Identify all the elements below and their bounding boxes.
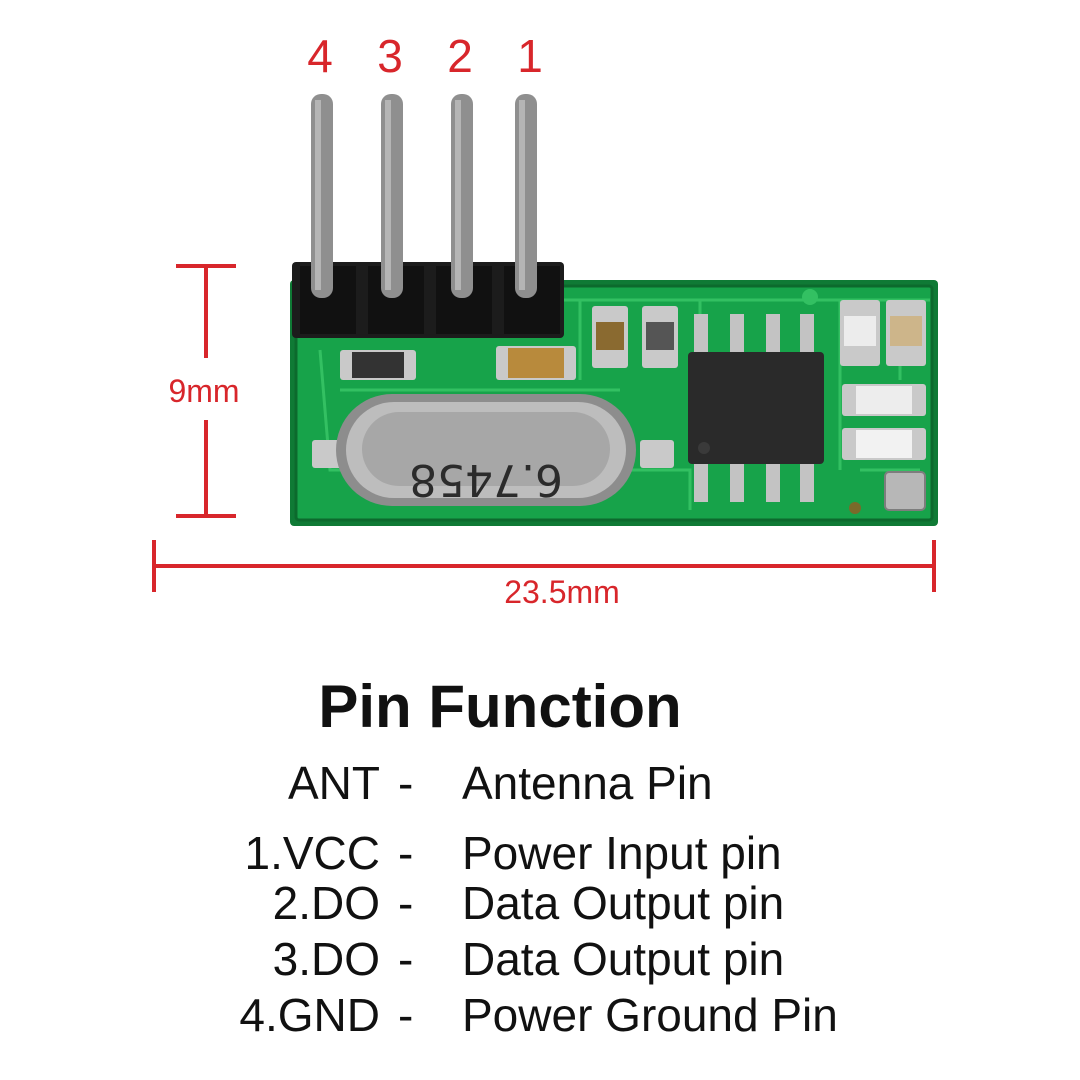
pin-header — [292, 94, 564, 338]
width-label: 23.5mm — [504, 574, 620, 610]
ic-chip — [688, 314, 824, 502]
pin-label: ANT — [288, 757, 380, 809]
pin-row-gnd: 4.GND - Power Ground Pin — [0, 988, 1080, 1044]
pin-dash: - — [398, 877, 414, 929]
pin-number-2: 2 — [447, 30, 473, 82]
height-label: 9mm — [168, 373, 239, 409]
pin-description: Power Ground Pin — [462, 989, 838, 1041]
pin-dash: - — [398, 757, 414, 809]
width-dimension — [152, 540, 936, 592]
pin-row-do-3: 3.DO - Data Output pin — [0, 932, 1080, 988]
pin-row-do-2: 2.DO - Data Output pin — [0, 876, 1080, 932]
pin-description: Power Input pin — [462, 827, 782, 879]
pin-description: Data Output pin — [462, 877, 785, 929]
pin-label: 3.DO — [272, 933, 380, 985]
pin-function-title: Pin Function — [318, 673, 682, 740]
pin-row-vcc: 1.VCC - Power Input pin — [0, 826, 1080, 882]
pin-dash: - — [398, 827, 414, 879]
pin-description: Antenna Pin — [462, 757, 713, 809]
module-diagram: 4 3 2 1 — [152, 30, 938, 610]
pin-number-4: 4 — [307, 30, 333, 82]
pin-label: 4.GND — [239, 989, 380, 1041]
pin-row-ant: ANT - Antenna Pin — [0, 756, 1080, 812]
pin-description: Data Output pin — [462, 933, 785, 985]
pin-number-3: 3 — [377, 30, 403, 82]
pin-label: 2.DO — [272, 877, 380, 929]
smd-components — [312, 300, 926, 468]
crystal-oscillator: 6.7458 — [336, 394, 636, 506]
pin-dash: - — [398, 989, 414, 1041]
height-dimension — [176, 264, 236, 518]
pin-number-1: 1 — [517, 30, 543, 82]
pin-dash: - — [398, 933, 414, 985]
pin-function-section: Pin Function ANT - Antenna Pin 1.VCC - P… — [0, 660, 1080, 1060]
crystal-marking: 6.7458 — [409, 454, 563, 505]
pin-label: 1.VCC — [244, 827, 380, 879]
